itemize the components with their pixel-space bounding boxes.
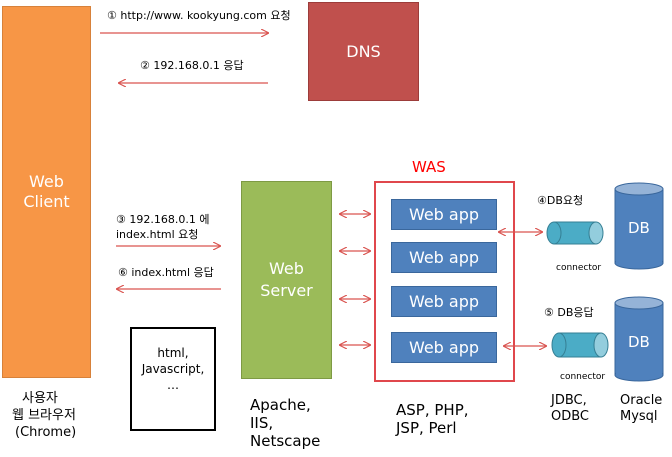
web-client-box: Web Client — [2, 6, 91, 378]
dns-label: DNS — [346, 42, 381, 61]
db-cylinder-2 — [614, 296, 664, 382]
db-cylinder-1 — [614, 182, 664, 270]
oracle-caption: Oracle Mysql — [620, 393, 663, 424]
web-server-label-line2: Server — [260, 281, 313, 300]
step6-label: ⑥ index.html 응답 — [118, 266, 214, 279]
step5-label: ⑤ DB응답 — [544, 306, 594, 319]
step3-label-line1: ③ 192.168.0.1 에 — [116, 213, 210, 226]
client-caption-line1: 사용자 — [22, 391, 58, 406]
dns-box: DNS — [308, 2, 419, 101]
step3-label-line2: index.html 요청 — [116, 228, 199, 241]
db-label-1: DB — [628, 219, 650, 237]
client-caption-line3: (Chrome) — [15, 425, 77, 440]
connector-shape-1 — [546, 221, 604, 245]
web-app-label: Web app — [408, 205, 480, 224]
file-types-note: html, Javascript, … — [130, 327, 216, 431]
web-app-label: Web app — [408, 248, 480, 267]
server-caption: Apache, IIS, Netscape — [250, 396, 321, 450]
web-client-label-line2: Client — [23, 192, 70, 211]
web-app-box-4: Web app — [391, 332, 497, 363]
web-server-label-line1: Web — [269, 259, 304, 278]
connector-shape-2 — [551, 332, 609, 358]
web-app-box-1: Web app — [391, 199, 497, 230]
client-caption-line2: 웹 브라우저 — [12, 408, 76, 423]
was-title: WAS — [412, 158, 446, 176]
jdbc-caption: JDBC, ODBC — [551, 393, 590, 424]
step2-label: ② 192.168.0.1 응답 — [140, 59, 244, 72]
step1-label: ① http://www. kookyung.com 요청 — [107, 9, 291, 22]
web-app-label: Web app — [408, 292, 480, 311]
web-app-label: Web app — [408, 338, 480, 357]
step4-label: ④DB요청 — [537, 194, 584, 207]
db-label-2: DB — [628, 333, 650, 351]
web-client-label-line1: Web — [29, 172, 64, 191]
connector-label-1: connector — [556, 263, 602, 273]
was-caption: ASP, PHP, JSP, Perl — [396, 401, 469, 437]
web-server-box: Web Server — [241, 181, 332, 379]
web-app-box-3: Web app — [391, 286, 497, 317]
web-app-box-2: Web app — [391, 242, 497, 273]
connector-label-2: connector — [560, 372, 606, 382]
